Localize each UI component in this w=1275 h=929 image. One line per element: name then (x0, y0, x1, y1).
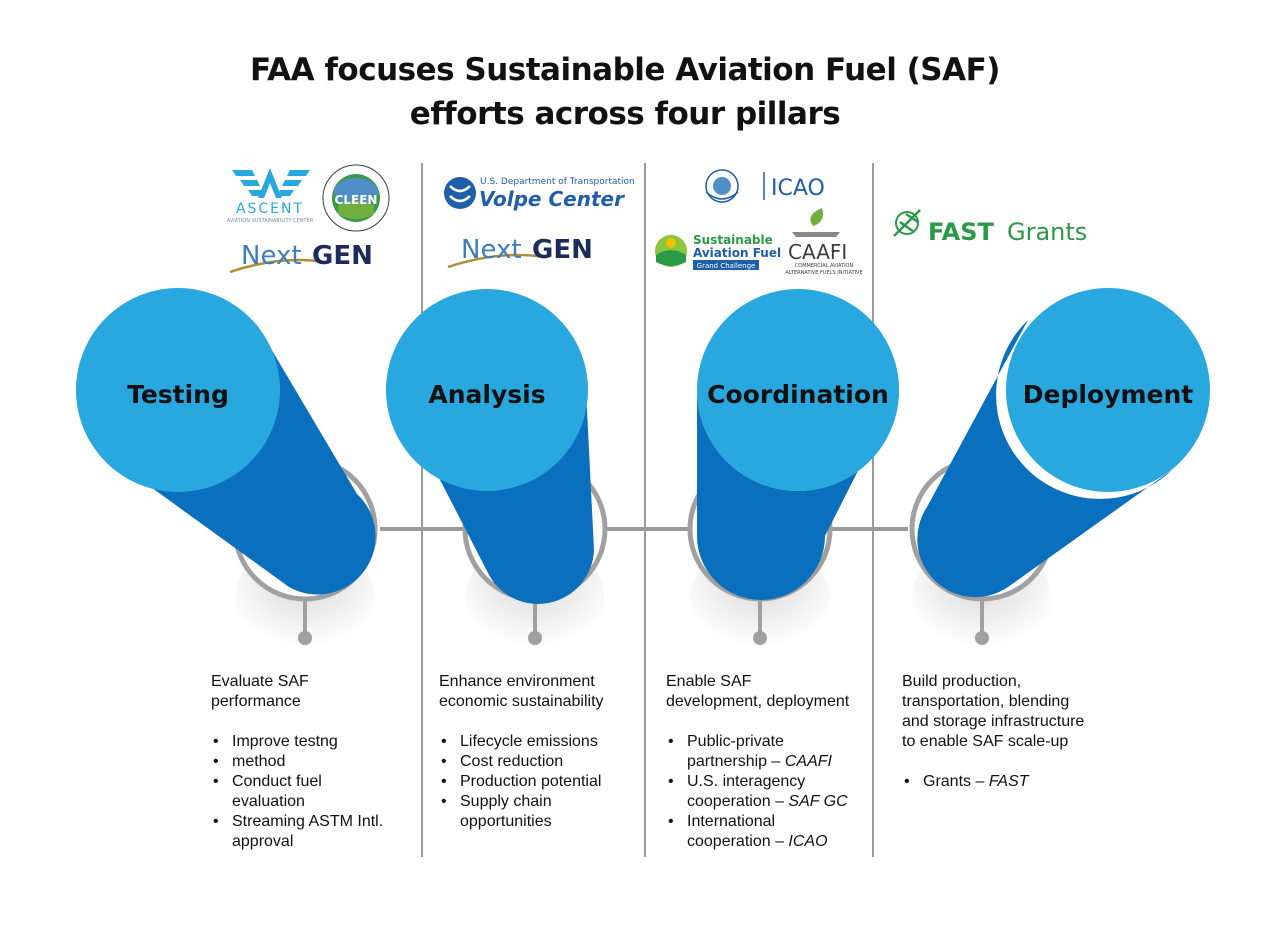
diagram-title-line-2: efforts across four pillars (409, 96, 841, 132)
bullet-item: Grants – FAST (902, 772, 1084, 792)
pillar-label-testing: Testing (127, 380, 229, 409)
description-intro: Evaluate SAF performance (211, 673, 309, 710)
column-divider (421, 163, 423, 857)
description-intro: Build production, transportation, blendi… (902, 673, 1085, 750)
pillar-dot (298, 631, 312, 645)
pillar-label-deployment: Deployment (1023, 380, 1193, 409)
icao-logo: ICAO (705, 169, 825, 203)
pillar-cylinder (917, 320, 1172, 598)
cleen-wordmark: CLEEN (335, 193, 378, 207)
caafi-wordmark: CAAFI (788, 240, 847, 264)
pillar-circle (1006, 288, 1210, 492)
bullet-item: Production potential (439, 772, 604, 792)
ascent-logo: ASCENT AVIATION SUSTAINABILITY CENTER (227, 168, 314, 224)
pillar-cylinder (420, 390, 594, 604)
fast-grants-logo: FAST Grants (893, 209, 1087, 246)
bullet-item: method (211, 752, 383, 772)
pillar-testing-graphic (76, 288, 378, 660)
icao-wordmark: ICAO (771, 176, 825, 201)
pillar-circle (386, 289, 588, 491)
svg-text:Next: Next (461, 235, 522, 265)
column-divider (644, 163, 646, 857)
pillar-dot (975, 631, 989, 645)
bullet-item: Streaming ASTM Intl.approval (211, 812, 383, 852)
volpe-logo: U.S. Department of Transportation Volpe … (444, 177, 635, 211)
pillar-description-deployment: Build production, transportation, blendi… (902, 672, 1084, 792)
ascent-wordmark: ASCENT (236, 201, 304, 217)
safgc-line1: Sustainable (693, 233, 773, 247)
nextgen-logo-1: Next GEN (229, 241, 373, 274)
svg-text:GEN: GEN (532, 235, 593, 265)
dot-text: U.S. Department of Transportation (480, 177, 635, 187)
description-intro: Enable SAF development, deployment (666, 673, 850, 710)
pillar-dot (753, 631, 767, 645)
diagram-title-line-1: FAA focuses Sustainable Aviation Fuel (S… (250, 52, 1000, 88)
safgc-badge: Grand Challenge (697, 262, 756, 270)
pillar-description-testing: Evaluate SAF performance Improve testng … (211, 672, 383, 852)
pillar-label-coordination: Coordination (707, 380, 889, 409)
bullet-item: Improve testng (211, 732, 383, 752)
saf-gc-logo: Sustainable Aviation Fuel Grand Challeng… (655, 233, 781, 270)
bullet-item: Lifecycle emissions (439, 732, 604, 752)
pillar-circle (697, 289, 899, 491)
grants-wordmark: Grants (1007, 218, 1087, 246)
caafi-logo: CAAFI COMMERCIAL AVIATION ALTERNATIVE FU… (785, 208, 863, 276)
svg-text:ALTERNATIVE FUELS INITIATIVE: ALTERNATIVE FUELS INITIATIVE (785, 270, 862, 276)
nextgen-logo-2: Next GEN (447, 235, 593, 269)
fast-wordmark: FAST (928, 218, 995, 246)
nextgen-gen: GEN (312, 241, 373, 271)
volpe-wordmark: Volpe Center (479, 187, 625, 211)
pillar-deployment-graphic (909, 288, 1210, 660)
pillar-circle (76, 288, 280, 492)
bullet-item: Cost reduction (439, 752, 604, 772)
pillar-dot (528, 631, 542, 645)
ascent-subtitle: AVIATION SUSTAINABILITY CENTER (227, 218, 314, 224)
safgc-line2: Aviation Fuel (693, 246, 781, 260)
svg-text:COMMERCIAL AVIATION: COMMERCIAL AVIATION (795, 263, 854, 269)
nextgen-next: Next (241, 241, 302, 271)
description-intro: Enhance environment economic sustainabil… (439, 673, 604, 710)
pillar-description-analysis: Enhance environment economic sustainabil… (439, 672, 604, 832)
pillar-analysis-graphic (386, 289, 608, 660)
pillar-label-analysis: Analysis (428, 380, 545, 409)
pillar-coordination-graphic (687, 289, 899, 660)
pillar-cylinder (697, 390, 899, 600)
pillar-description-coordination: Enable SAF development, deployment Publi… (666, 672, 849, 852)
cleen-logo: CLEEN (322, 164, 390, 232)
column-divider (872, 163, 874, 857)
